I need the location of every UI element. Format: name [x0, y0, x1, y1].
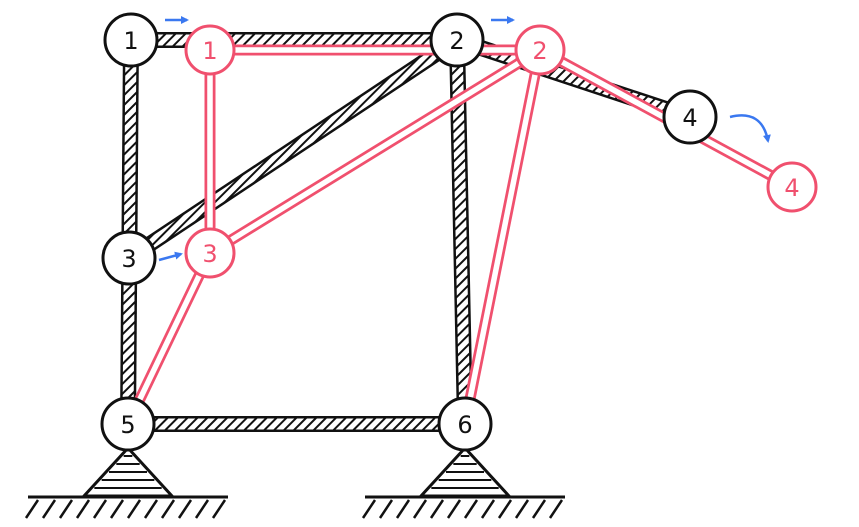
ground-hatch	[497, 499, 513, 519]
ground-hatch	[446, 499, 462, 519]
displacement-arrow-3	[158, 251, 183, 262]
support-5	[24, 445, 228, 519]
deformed-node-3: 3	[184, 227, 236, 279]
ground-hatch	[41, 499, 57, 519]
ground-hatch	[531, 499, 547, 519]
ground-hatch	[548, 499, 564, 519]
node-circle	[184, 227, 236, 279]
node-label: 4	[784, 174, 799, 202]
displacement-arrows	[158, 16, 771, 262]
node-label: 6	[457, 411, 472, 439]
node-label: 5	[120, 411, 135, 439]
supports	[24, 445, 565, 519]
node-circle	[766, 161, 818, 213]
node-label: 2	[449, 27, 464, 55]
ground-hatch	[378, 499, 394, 519]
node-circle	[103, 12, 159, 68]
ground-hatch	[194, 499, 210, 519]
deformed-member-3-5	[123, 250, 215, 427]
ground-hatch	[429, 499, 445, 519]
node-label: 2	[532, 37, 547, 65]
ground-hatch	[463, 499, 479, 519]
original-member-3-2	[124, 33, 462, 265]
ground-hatch	[160, 499, 176, 519]
ground-hatch	[514, 499, 530, 519]
support-6	[361, 445, 565, 519]
ground-hatch	[24, 499, 40, 519]
node-circle	[101, 230, 157, 286]
ground-hatch	[412, 499, 428, 519]
deformed-nodes: 1 2 3 4	[184, 24, 818, 279]
original-node-1: 1	[103, 12, 159, 68]
node-circle	[100, 396, 156, 452]
deformed-members	[123, 44, 795, 427]
ground-hatch	[126, 499, 142, 519]
node-label: 3	[121, 245, 136, 273]
deformed-node-4: 4	[766, 161, 818, 213]
ground-hatch	[480, 499, 496, 519]
deformed-node-2: 2	[514, 24, 566, 76]
ground-hatch	[92, 499, 108, 519]
node-circle	[662, 89, 718, 145]
ground-hatch	[58, 499, 74, 519]
ground-hatch	[75, 499, 91, 519]
ground-hatch	[143, 499, 159, 519]
original-node-3: 3	[101, 230, 157, 286]
node-circle	[429, 12, 485, 68]
ground-hatch	[177, 499, 193, 519]
deformed-node-1: 1	[184, 24, 236, 76]
deformed-member-2-6	[459, 48, 546, 426]
ground-hatch	[211, 499, 227, 519]
original-node-6: 6	[437, 396, 493, 452]
ground-hatch	[395, 499, 411, 519]
ground-hatch	[361, 499, 377, 519]
node-circle	[437, 396, 493, 452]
original-members	[120, 32, 693, 432]
original-nodes: 1 2 3 4 5 6	[100, 12, 718, 452]
original-node-4: 4	[662, 89, 718, 145]
node-label: 1	[202, 37, 217, 65]
ground-hatch	[109, 499, 125, 519]
original-node-2: 2	[429, 12, 485, 68]
node-label: 1	[123, 27, 138, 55]
node-circle	[184, 24, 236, 76]
deformed-member-3-2	[207, 45, 543, 258]
node-label: 4	[682, 104, 697, 132]
rotation-arrow-4	[729, 114, 771, 143]
node-label: 3	[202, 240, 217, 268]
node-circle	[514, 24, 566, 76]
original-node-5: 5	[100, 396, 156, 452]
